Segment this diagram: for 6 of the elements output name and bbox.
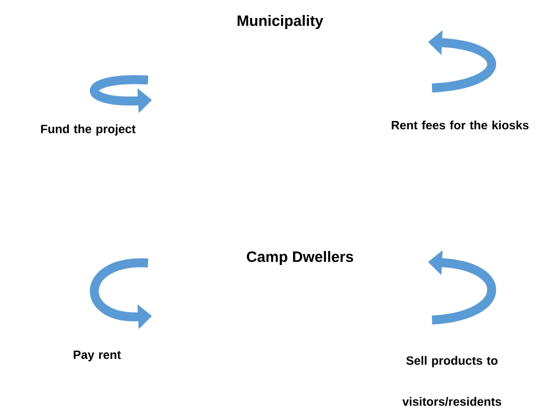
caption-label: Pay rent	[74, 350, 121, 362]
caption-label: Sell products to visitors/residents	[402, 356, 502, 406]
heading: Municipality	[238, 15, 324, 29]
caption-label: Rent fees for the kiosks	[392, 120, 528, 130]
caption-label: Fund the project	[41, 124, 136, 136]
heading: Camp Dwellers	[246, 251, 354, 265]
